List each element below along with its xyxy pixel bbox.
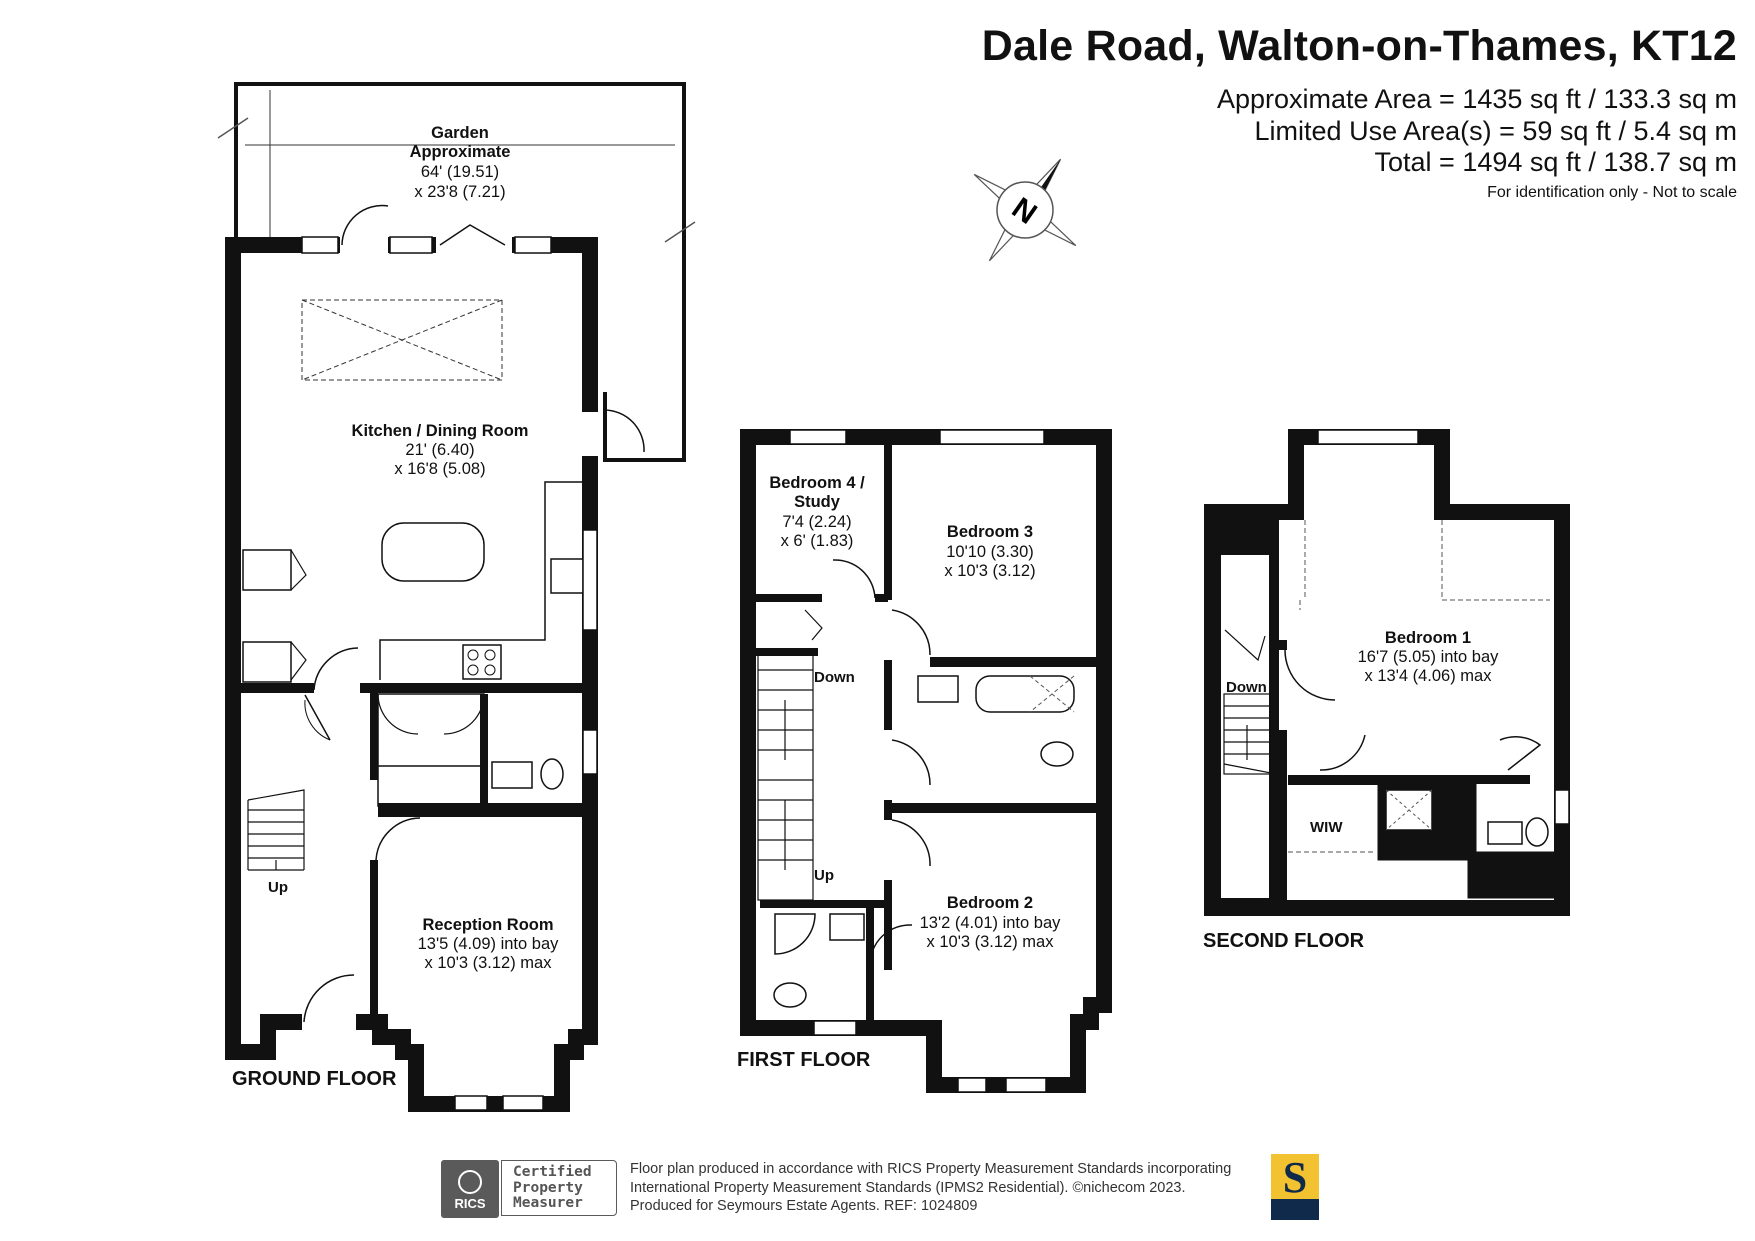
agent-logo: S bbox=[1271, 1154, 1319, 1220]
footer-line-1: Floor plan produced in accordance with R… bbox=[630, 1161, 1232, 1177]
bedroom3-label: Bedroom 3 bbox=[947, 523, 1033, 541]
bedroom3-dim-1: 10'10 (3.30) bbox=[946, 543, 1034, 561]
second-floor-label: SECOND FLOOR bbox=[1203, 930, 1365, 952]
ground-floor-label: GROUND FLOOR bbox=[232, 1068, 397, 1090]
bedroom3-dim-2: x 10'3 (3.12) bbox=[944, 562, 1035, 580]
kitchen-label: Kitchen / Dining Room bbox=[352, 422, 529, 440]
reception-label: Reception Room bbox=[422, 916, 553, 934]
rics-badge-line2: Property bbox=[513, 1179, 583, 1196]
kitchen-dim-1: 21' (6.40) bbox=[405, 441, 474, 459]
footer-text: Floor plan produced in accordance with R… bbox=[630, 1160, 1231, 1216]
footer-line-3: Produced for Seymours Estate Agents. REF… bbox=[630, 1198, 978, 1214]
bedroom2-dim-1: 13'2 (4.01) into bay bbox=[920, 914, 1061, 932]
bedroom1-label: Bedroom 1 bbox=[1385, 629, 1471, 647]
first-stairs-up-label: Up bbox=[814, 867, 834, 884]
limited-use-area: Limited Use Area(s) = 59 sq ft / 5.4 sq … bbox=[1254, 116, 1737, 146]
first-stairs-down-label: Down bbox=[814, 669, 855, 686]
compass-icon: N bbox=[973, 158, 1077, 262]
bedroom2-label: Bedroom 2 bbox=[947, 894, 1033, 912]
certified-property-measurer: Certified Property Measurer bbox=[501, 1160, 617, 1216]
bedroom4-dim-1: 7'4 (2.24) bbox=[782, 513, 851, 531]
footer-line-2: International Property Measurement Stand… bbox=[630, 1179, 1186, 1196]
bedroom4-label: Bedroom 4 / bbox=[769, 474, 865, 492]
wiw-label: WIW bbox=[1310, 819, 1343, 836]
bedroom2-dim-2: x 10'3 (3.12) max bbox=[927, 933, 1055, 951]
second-floor-plan: Bedroom 1 16'7 (5.05) into bay x 13'4 (4… bbox=[1203, 429, 1570, 952]
total-area: Total = 1494 sq ft / 138.7 sq m bbox=[1374, 147, 1737, 177]
reception-dim-1: 13'5 (4.09) into bay bbox=[418, 935, 559, 953]
garden-label-2: Approximate bbox=[410, 143, 511, 161]
page-title: Dale Road, Walton-on-Thames, KT12 bbox=[981, 22, 1737, 70]
garden-dim-1: 64' (19.51) bbox=[421, 163, 499, 181]
first-floor-plan: Bedroom 4 / Study 7'4 (2.24) x 6' (1.83)… bbox=[737, 429, 1112, 1093]
reception-dim-2: x 10'3 (3.12) max bbox=[425, 954, 553, 972]
first-floor-label: FIRST FLOOR bbox=[737, 1049, 871, 1071]
rics-badge-line1: Certified bbox=[513, 1164, 592, 1180]
disclaimer: For identification only - Not to scale bbox=[1487, 184, 1737, 201]
rics-badge-line3: Measurer bbox=[513, 1195, 583, 1211]
rics-logo-text: RICS bbox=[454, 1196, 486, 1211]
agent-logo-letter: S bbox=[1271, 1154, 1319, 1201]
ground-stairs-up-label: Up bbox=[268, 879, 288, 896]
rics-badge: RICS Certified Property Measurer bbox=[441, 1160, 619, 1218]
bedroom4-label-2: Study bbox=[794, 493, 841, 511]
rics-logo-icon: RICS bbox=[441, 1160, 499, 1218]
bedroom1-dim-1: 16'7 (5.05) into bay bbox=[1358, 648, 1499, 666]
bedroom1-dim-2: x 13'4 (4.06) max bbox=[1365, 667, 1493, 685]
garden-label: Garden bbox=[431, 124, 489, 142]
ground-floor-plan: Garden Approximate 64' (19.51) x 23'8 (7… bbox=[217, 82, 696, 1112]
kitchen-dim-2: x 16'8 (5.08) bbox=[394, 460, 485, 478]
approximate-area: Approximate Area = 1435 sq ft / 133.3 sq… bbox=[1216, 84, 1737, 114]
bedroom4-dim-2: x 6' (1.83) bbox=[781, 532, 854, 550]
garden-dim-2: x 23'8 (7.21) bbox=[414, 183, 505, 201]
second-stairs-down-label: Down bbox=[1226, 679, 1267, 696]
